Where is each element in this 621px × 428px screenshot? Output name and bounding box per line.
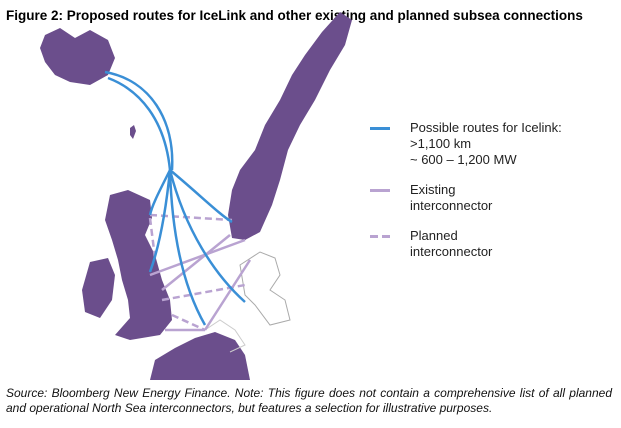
figure-title: Figure 2: Proposed routes for IceLink an… xyxy=(6,8,583,23)
existing-interconnector xyxy=(149,238,246,277)
icelink-route xyxy=(148,169,172,273)
planned-interconnector xyxy=(161,283,246,302)
dashed-line-swatch-icon xyxy=(370,235,390,238)
solid-line-swatch-icon xyxy=(370,189,390,192)
map-legend: Possible routes for Icelink: >1,100 km ~… xyxy=(370,120,562,274)
scandinavia xyxy=(228,12,352,240)
icelink-route xyxy=(168,169,207,326)
existing-interconnector xyxy=(161,234,231,291)
existing-interconnector xyxy=(203,259,252,331)
planned-interconnector xyxy=(148,217,157,259)
legend-label: Planned xyxy=(410,228,458,243)
iceland xyxy=(40,28,115,85)
legend-label: >1,100 km xyxy=(410,136,472,151)
solid-line-swatch-icon xyxy=(370,127,390,130)
ireland xyxy=(82,258,115,318)
continent xyxy=(150,332,250,380)
legend-item-icelink: Possible routes for Icelink: >1,100 km ~… xyxy=(370,120,562,168)
denmark-outline xyxy=(239,251,291,326)
icelink-route xyxy=(107,76,172,171)
legend-item-planned: Planned interconnector xyxy=(370,228,562,260)
north-sea-map xyxy=(40,12,352,380)
legend-label: interconnector xyxy=(410,198,493,213)
icelink-route xyxy=(168,169,246,303)
planned-interconnector xyxy=(171,313,206,332)
faroe-islands xyxy=(130,125,136,139)
icelink-route xyxy=(169,169,233,224)
legend-label: interconnector xyxy=(410,244,493,259)
icelink-route xyxy=(148,169,172,216)
legend-label: Possible routes for Icelink: xyxy=(410,120,562,135)
legend-label: ~ 600 – 1,200 MW xyxy=(410,152,517,167)
great-britain xyxy=(105,190,172,340)
netherlands-outline xyxy=(204,319,246,353)
legend-label: Existing xyxy=(410,182,456,197)
legend-item-existing: Existing interconnector xyxy=(370,182,562,214)
source-note: Source: Bloomberg New Energy Finance. No… xyxy=(6,386,612,415)
icelink-route xyxy=(104,70,174,171)
